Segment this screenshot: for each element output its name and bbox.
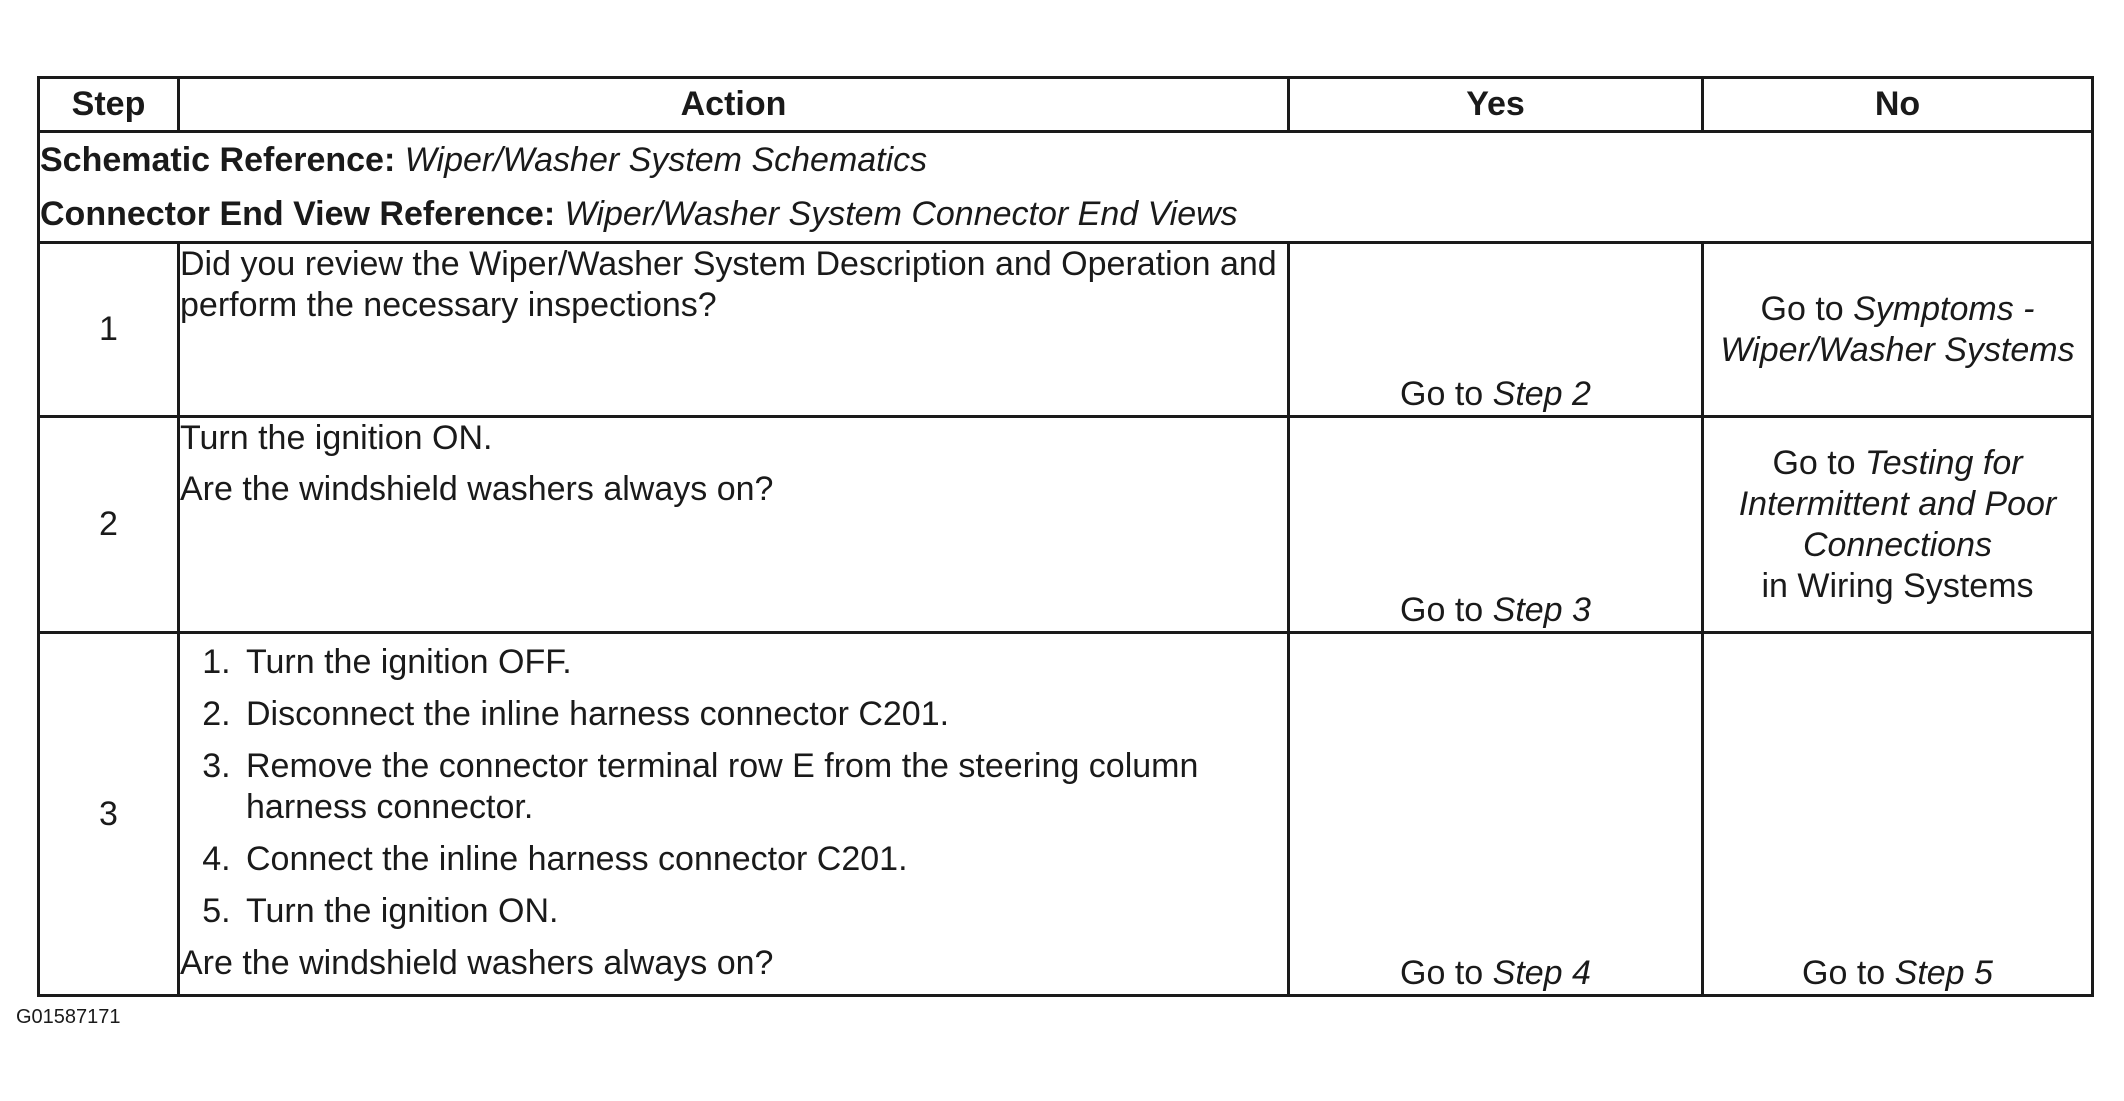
action-cell: Did you review the Wiper/Washer System D… — [177, 241, 1290, 418]
yes-prefix: Go to — [1400, 954, 1493, 992]
no-symptoms-link[interactable]: Symptoms - Wiper/Washer Systems — [1720, 289, 2075, 369]
step-number: 3 — [37, 631, 180, 997]
no-testing-link[interactable]: Testing for Intermittent and Poor Connec… — [1738, 443, 2057, 564]
figure-id: G01587171 — [16, 1006, 121, 1028]
step-number: 1 — [37, 241, 180, 418]
action-cell: Turn the ignition ON. Are the windshield… — [177, 415, 1290, 634]
yes-cell: Go to Step 3 — [1287, 415, 1704, 634]
no-cell: Go to Testing for Intermittent and Poor … — [1701, 415, 2094, 634]
yes-step-link[interactable]: Step 3 — [1492, 591, 1591, 629]
no-step-link[interactable]: Step 5 — [1894, 954, 1993, 992]
list-item: Connect the inline harness connector C20… — [240, 839, 1287, 880]
header-action: Action — [177, 76, 1290, 133]
no-prefix: Go to — [1802, 954, 1895, 992]
header-step: Step — [37, 76, 180, 133]
header-yes: Yes — [1287, 76, 1704, 133]
list-item: Disconnect the inline harness connector … — [240, 694, 1287, 735]
table-row: 2 Turn the ignition ON. Are the windshie… — [37, 415, 2094, 634]
no-prefix: Go to — [1760, 289, 1854, 328]
diagnostic-table: Step Action Yes No Schematic Reference: … — [37, 76, 2094, 997]
yes-step-link[interactable]: Step 4 — [1492, 954, 1591, 992]
reference-cell: Schematic Reference: Wiper/Washer System… — [37, 130, 2094, 244]
reference-row: Schematic Reference: Wiper/Washer System… — [37, 130, 2094, 244]
schematic-reference-link[interactable]: Wiper/Washer System Schematics — [404, 141, 928, 179]
schematic-reference-label: Schematic Reference: — [40, 141, 396, 179]
action-question: Are the windshield washers always on? — [180, 944, 774, 982]
list-item: Turn the ignition OFF. — [240, 642, 1287, 683]
yes-step-link[interactable]: Step 2 — [1492, 375, 1591, 413]
table-row: 3 Turn the ignition OFF. Disconnect the … — [37, 631, 2094, 997]
action-text: Turn the ignition ON. — [180, 419, 493, 457]
action-cell: Turn the ignition OFF. Disconnect the in… — [177, 631, 1290, 997]
no-suffix: in Wiring Systems — [1761, 566, 2034, 605]
table-row: 1 Did you review the Wiper/Washer System… — [37, 241, 2094, 418]
no-prefix: Go to — [1772, 443, 1866, 482]
action-text: Did you review the Wiper/Washer System D… — [180, 245, 1277, 324]
yes-prefix: Go to — [1400, 591, 1493, 629]
yes-cell: Go to Step 2 — [1287, 241, 1704, 418]
connector-reference-label: Connector End View Reference: — [40, 195, 556, 233]
yes-prefix: Go to — [1400, 375, 1493, 413]
list-item: Remove the connector terminal row E from… — [240, 746, 1287, 828]
no-cell: Go to Step 5 — [1701, 631, 2094, 997]
list-item: Turn the ignition ON. — [240, 891, 1287, 932]
connector-reference: Connector End View Reference: Wiper/Wash… — [40, 187, 2091, 241]
schematic-reference: Schematic Reference: Wiper/Washer System… — [40, 133, 2091, 187]
step-number: 2 — [37, 415, 180, 634]
action-step-list: Turn the ignition OFF. Disconnect the in… — [180, 642, 1287, 932]
action-question: Are the windshield washers always on? — [180, 470, 774, 508]
yes-cell: Go to Step 4 — [1287, 631, 1704, 997]
header-no: No — [1701, 76, 2094, 133]
no-cell: Go to Symptoms - Wiper/Washer Systems — [1701, 241, 2094, 418]
connector-reference-link[interactable]: Wiper/Washer System Connector End Views — [564, 195, 1238, 233]
header-row: Step Action Yes No — [37, 76, 2094, 133]
